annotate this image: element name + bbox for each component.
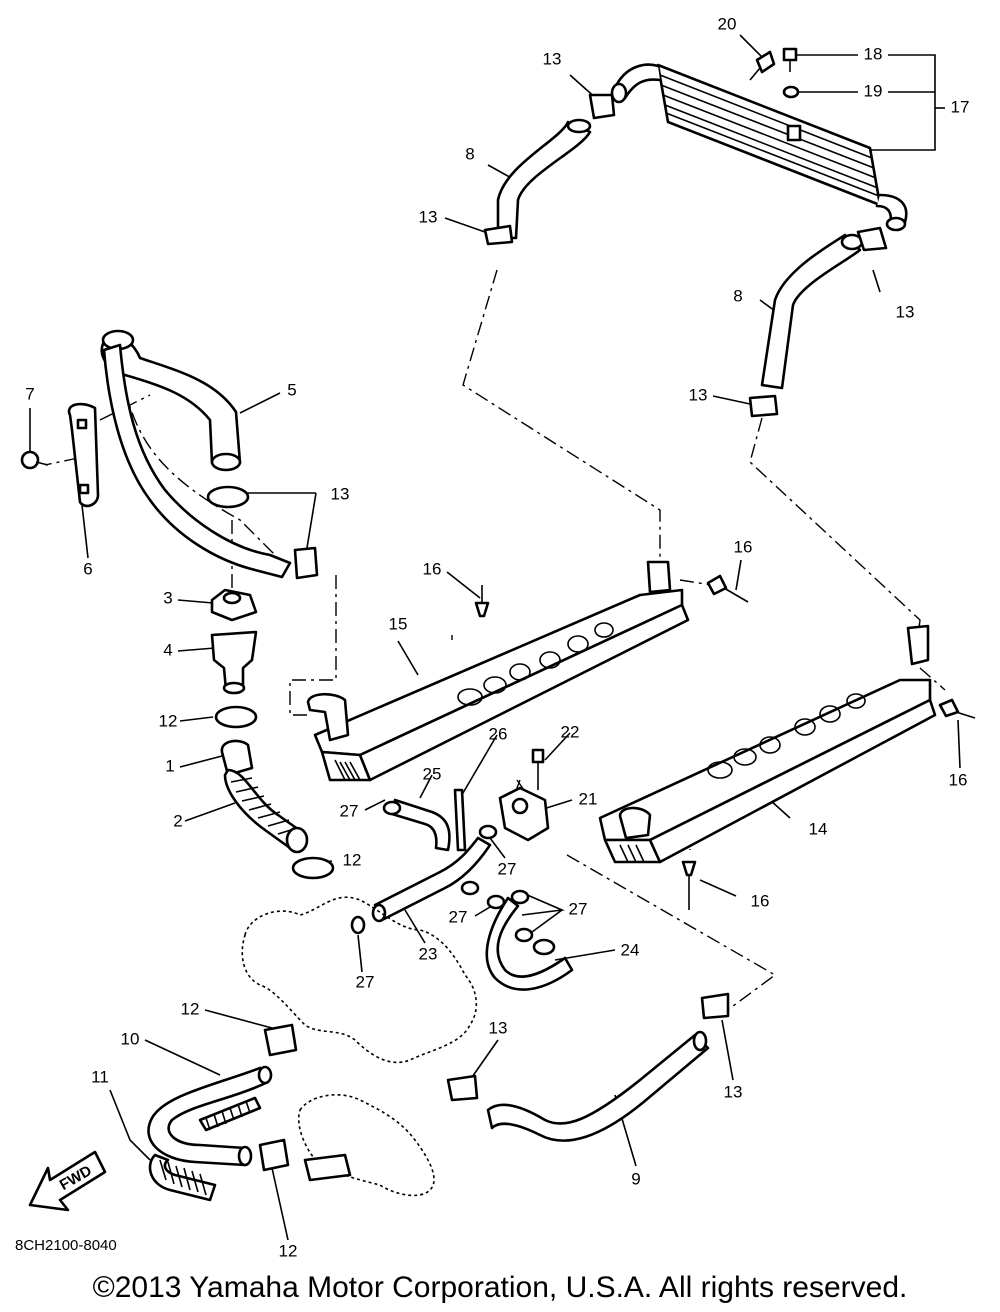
label-24: 24 xyxy=(621,940,640,959)
hose-11 xyxy=(148,1096,262,1202)
label-17: 17 xyxy=(951,97,970,116)
label-13: 13 xyxy=(689,385,708,404)
label-9: 9 xyxy=(631,1169,640,1188)
label-13: 13 xyxy=(543,49,562,68)
water-box-15 xyxy=(306,560,690,782)
hose-24 xyxy=(485,896,574,991)
label-27: 27 xyxy=(449,907,468,926)
label-5: 5 xyxy=(287,380,296,399)
label-13: 13 xyxy=(896,302,915,321)
hose-10 xyxy=(147,1065,273,1167)
label-12: 12 xyxy=(181,999,200,1018)
hose-1 xyxy=(220,739,254,777)
label-27: 27 xyxy=(356,972,375,991)
label-7: 7 xyxy=(25,384,34,403)
clamp-12-lower xyxy=(291,856,335,880)
label-4: 4 xyxy=(163,640,172,659)
label-13: 13 xyxy=(331,484,350,503)
hose-25 xyxy=(390,798,451,852)
water-box-14 xyxy=(598,624,937,864)
label-19: 19 xyxy=(864,81,883,100)
clamp-12-upper xyxy=(214,705,258,729)
fwd-arrow-icon: FWD xyxy=(28,1150,107,1212)
clamp-13-hose5 xyxy=(206,485,250,509)
label-13: 13 xyxy=(419,207,438,226)
diagram-code: 8CH2100-8040 xyxy=(15,1237,117,1254)
label-1: 1 xyxy=(165,756,174,775)
hose-9 xyxy=(486,1030,710,1142)
label-3: 3 xyxy=(163,588,172,607)
label-12: 12 xyxy=(159,711,178,730)
label-27: 27 xyxy=(340,801,359,820)
label-22: 22 xyxy=(561,722,580,741)
hose-8-right xyxy=(760,233,864,390)
label-10: 10 xyxy=(121,1029,140,1048)
thermostat-3 xyxy=(210,588,258,622)
hose-8-left xyxy=(496,118,592,240)
engine-outline xyxy=(241,896,478,1197)
clamps-27 xyxy=(350,800,534,943)
label-20: 20 xyxy=(718,14,737,33)
rivets-16 xyxy=(474,574,976,910)
label-16: 16 xyxy=(751,891,770,910)
label-27: 27 xyxy=(498,859,517,878)
clamps-12-lower xyxy=(258,1023,298,1172)
label-27: 27 xyxy=(569,899,588,918)
label-21: 21 xyxy=(579,789,598,808)
label-26: 26 xyxy=(489,724,508,743)
hose-23 xyxy=(371,836,492,923)
label-23: 23 xyxy=(419,944,438,963)
copyright-notice: ©2013 Yamaha Motor Corporation, U.S.A. A… xyxy=(92,1271,908,1304)
clamps-13 xyxy=(293,93,888,1102)
label-14: 14 xyxy=(809,819,828,838)
label-15: 15 xyxy=(389,614,408,633)
label-16: 16 xyxy=(423,559,442,578)
label-11: 11 xyxy=(91,1067,109,1086)
leader-lines xyxy=(29,34,961,1241)
oil-cooler xyxy=(610,63,908,232)
label-8: 8 xyxy=(465,144,474,163)
bellows-2 xyxy=(223,768,309,854)
housing-4 xyxy=(210,630,258,695)
valve-21 xyxy=(498,748,550,842)
bracket-6 xyxy=(67,402,100,508)
bolt-7 xyxy=(20,450,49,470)
label-18: 18 xyxy=(864,44,883,63)
label-16: 16 xyxy=(734,537,753,556)
label-8: 8 xyxy=(733,286,742,305)
label-13: 13 xyxy=(724,1082,743,1101)
label-12: 12 xyxy=(343,850,362,869)
hose-26 xyxy=(453,788,467,852)
label-16: 16 xyxy=(949,770,968,789)
label-12: 12 xyxy=(279,1241,298,1260)
label-25: 25 xyxy=(423,764,442,783)
label-2: 2 xyxy=(173,811,182,830)
label-6: 6 xyxy=(83,559,92,578)
part-labels: 20 18 19 17 13 8 13 13 8 13 7 5 13 6 3 4… xyxy=(25,14,969,1260)
hardware-top xyxy=(749,47,800,99)
label-13: 13 xyxy=(489,1018,508,1037)
hose-5 xyxy=(100,329,292,579)
